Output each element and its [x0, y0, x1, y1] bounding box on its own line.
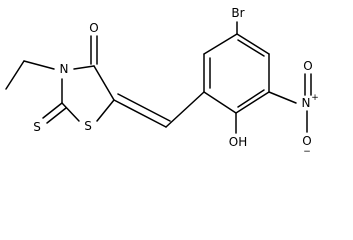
- bond-exo-a: [113, 99, 167, 128]
- bond-ch-ring: [165, 91, 205, 128]
- atom-oh-label: OH: [229, 135, 247, 149]
- bond-s1-c2: [61, 102, 80, 122]
- bond-c5-s1: [96, 99, 115, 122]
- bonds: [5, 21, 312, 134]
- atom-s-thione-label: S: [33, 120, 41, 134]
- atom-o-nitro-top-label: O: [303, 59, 312, 73]
- chemical-structure-diagram: Br O N S S OH N + O O −: [5, 6, 319, 157]
- bond-ring-c5-c6: [203, 33, 238, 55]
- atom-s-ring-label: S: [84, 119, 92, 133]
- bond-ring-c1-c2: [203, 91, 237, 114]
- bond-ring-inner-3: [237, 39, 265, 57]
- bond-ethyl-ch2-n: [23, 60, 55, 70]
- bond-c-nno2: [268, 91, 297, 104]
- atom-n-nitro-label: N: [302, 96, 311, 110]
- atom-br-label: Br: [231, 6, 244, 20]
- atom-o-carbonyl-label: O: [89, 21, 98, 35]
- atom-n-ring-label: N: [60, 62, 69, 76]
- bond-c4-c5: [93, 65, 115, 101]
- bond-n-c4: [73, 65, 95, 70]
- charge-n-plus: +: [311, 93, 319, 103]
- bond-ethyl-ch3: [5, 60, 25, 90]
- bond-ring-c2-c3: [235, 91, 270, 114]
- charge-o-minus: −: [303, 147, 311, 157]
- bond-c2-s-b: [46, 107, 67, 124]
- bond-c2-s-a: [42, 102, 63, 119]
- atom-o-nitro-bottom-label: O: [302, 134, 311, 148]
- bond-exo-b: [117, 93, 171, 122]
- bond-ring-inner-2: [237, 89, 265, 108]
- atom-labels: Br O N S S OH N + O O −: [33, 6, 319, 157]
- bond-ring-c4-c5: [236, 33, 270, 55]
